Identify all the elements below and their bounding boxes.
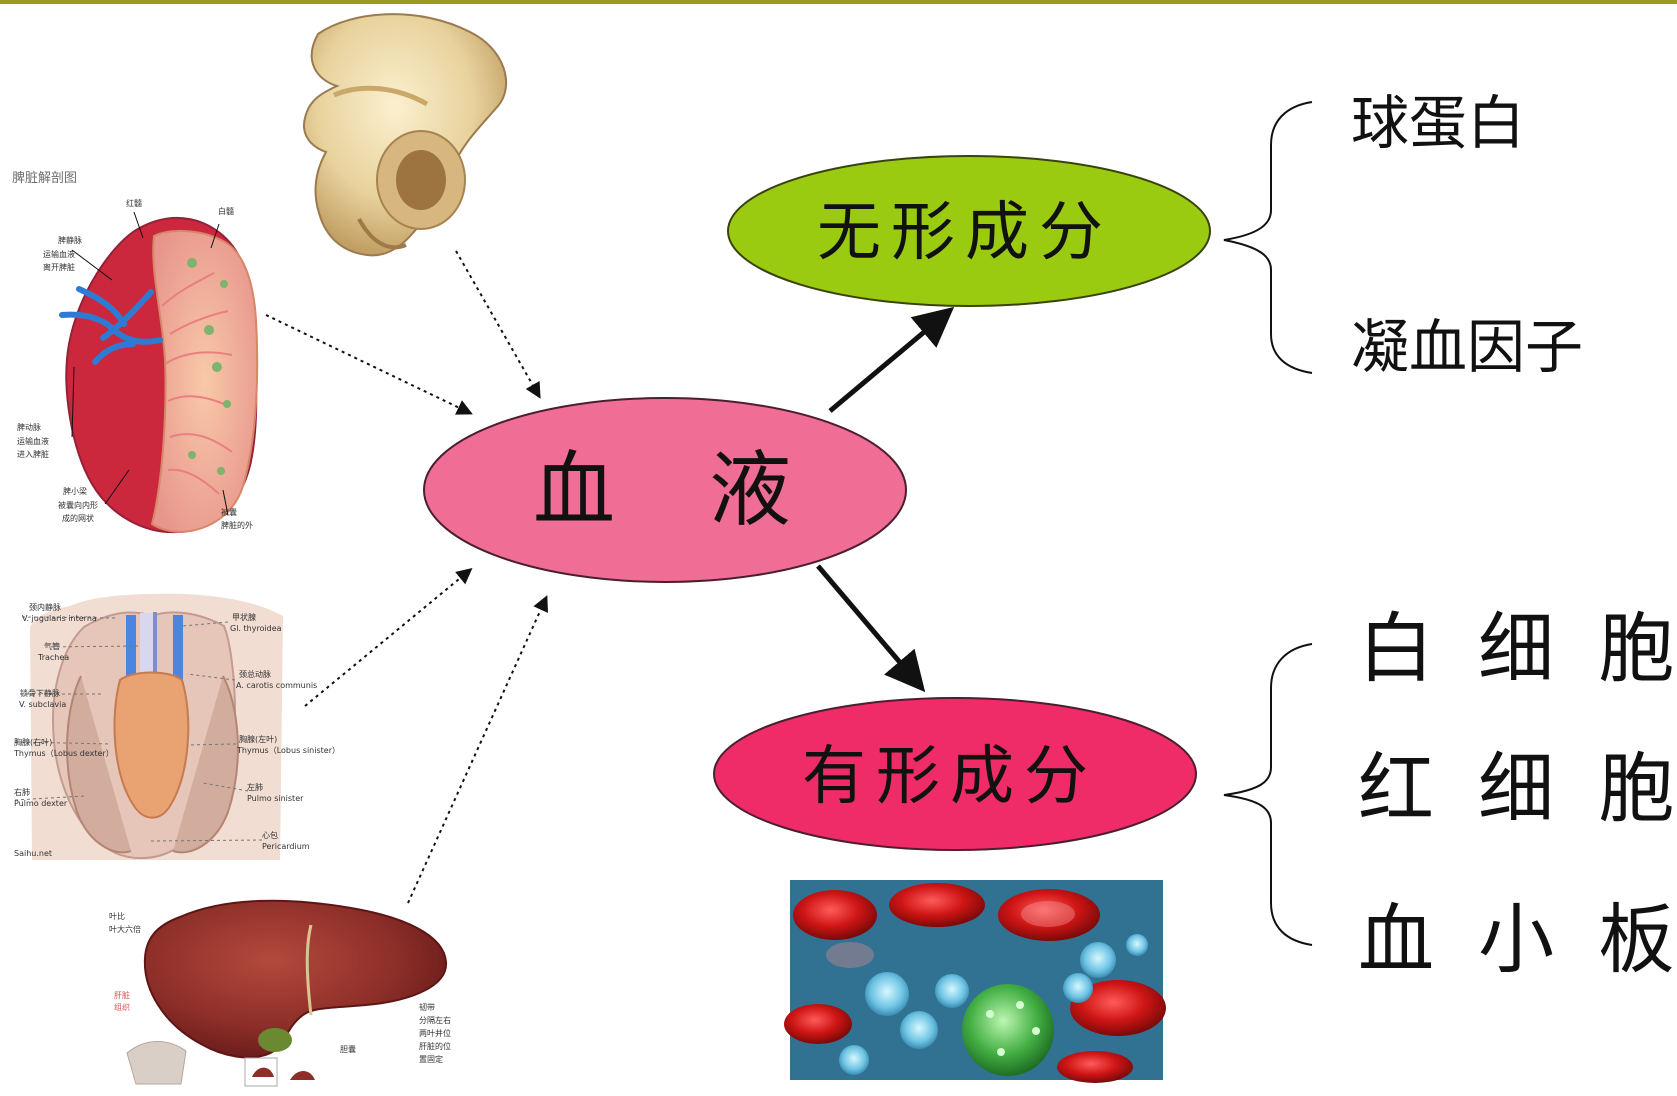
spleen-labels: 红髓 白髓 脾静脉 运输血液 离开脾脏 脾动脉 运输血液 进入脾脏 脾小梁 被囊… — [17, 198, 253, 530]
formed-item-platelet: 血 小 板 — [1358, 895, 1677, 984]
svg-text:肝脏: 肝脏 — [114, 990, 130, 1000]
main-arrows — [816, 306, 955, 693]
svg-text:Thymus（Lobus dexter）: Thymus（Lobus dexter） — [13, 749, 114, 758]
svg-text:韧带: 韧带 — [419, 1002, 435, 1012]
svg-text:Thymus（Lobus sinister）: Thymus（Lobus sinister） — [236, 746, 340, 755]
svg-text:分隔左右: 分隔左右 — [419, 1015, 451, 1025]
svg-text:置固定: 置固定 — [419, 1054, 443, 1064]
intangible-items: 球蛋白 凝血因子 — [1351, 89, 1583, 381]
thymus-anatomy-image: 颈内静脉 V. jugularis interna 甲状腺 Gl. thyroi… — [8, 585, 340, 865]
formed-items: 白 细 胞 红 细 胞 血 小 板 — [1358, 604, 1677, 984]
svg-text:右肺: 右肺 — [14, 787, 30, 797]
svg-text:叶大六倍: 叶大六倍 — [109, 924, 141, 934]
dotted-arrows — [265, 250, 549, 904]
svg-text:颈内静脉: 颈内静脉 — [29, 602, 61, 612]
svg-text:V. subclavia: V. subclavia — [19, 700, 66, 709]
svg-text:Pulmo sinister: Pulmo sinister — [247, 794, 304, 803]
center-node: 血 液 — [423, 397, 907, 583]
liver-anatomy-image: 叶比 叶大六倍 肝脏 组织 韧带 分隔左右 两叶并位 肝脏的位 置固定 胆囊 — [104, 899, 466, 1090]
blood-to-intangible-arrow — [828, 306, 955, 413]
svg-text:心包: 心包 — [262, 830, 278, 840]
intangible-node: 无形成分 — [727, 155, 1211, 307]
svg-text:被囊: 被囊 — [221, 507, 237, 517]
thymus-to-blood-arrow — [304, 567, 473, 707]
svg-text:Gl. thyroidea: Gl. thyroidea — [230, 624, 282, 633]
formed-node: 有形成分 — [713, 697, 1197, 851]
liver-to-blood-arrow — [407, 595, 549, 904]
svg-text:气管: 气管 — [44, 641, 60, 651]
svg-text:红髓: 红髓 — [126, 198, 142, 208]
formed-item-white-blood-cell: 白 细 胞 — [1358, 604, 1677, 693]
blood-cells-micrograph — [784, 880, 1166, 1083]
svg-text:进入脾脏: 进入脾脏 — [17, 449, 49, 459]
right-braces — [1223, 101, 1313, 946]
svg-text:叶比: 叶比 — [109, 911, 125, 921]
liver-labels: 叶比 叶大六倍 肝脏 组织 韧带 分隔左右 两叶并位 肝脏的位 置固定 胆囊 — [109, 911, 451, 1064]
platelets — [839, 934, 1148, 1075]
svg-text:甲状腺: 甲状腺 — [232, 612, 256, 622]
svg-text:组织: 组织 — [114, 1002, 130, 1012]
formed-item-red-blood-cell: 红 细 胞 — [1358, 744, 1677, 833]
svg-text:左肺: 左肺 — [247, 782, 263, 792]
svg-text:Saihu.net: Saihu.net — [14, 849, 52, 858]
intangible-brace — [1223, 101, 1313, 374]
svg-text:两叶并位: 两叶并位 — [419, 1028, 451, 1038]
bone-to-blood-arrow — [455, 250, 541, 399]
white-blood-cell — [962, 984, 1054, 1076]
svg-text:脾脏的外: 脾脏的外 — [221, 520, 253, 530]
svg-text:胸腺(右叶): 胸腺(右叶) — [14, 737, 52, 747]
hip-bone-illustration — [303, 13, 507, 257]
svg-text:脾小梁: 脾小梁 — [63, 486, 87, 496]
svg-text:离开脾脏: 离开脾脏 — [43, 262, 75, 272]
svg-text:成的网状: 成的网状 — [62, 513, 94, 523]
svg-text:胸腺(左叶): 胸腺(左叶) — [239, 734, 277, 744]
svg-text:运输血液: 运输血液 — [17, 436, 49, 446]
svg-text:颈总动脉: 颈总动脉 — [239, 669, 271, 679]
red-blood-cells — [784, 883, 1166, 1083]
intangible-item-clotting-factor: 凝血因子 — [1351, 313, 1583, 381]
svg-text:白髓: 白髓 — [218, 206, 234, 216]
svg-text:运输血液: 运输血液 — [43, 249, 75, 259]
spleen-to-blood-arrow — [265, 314, 473, 415]
svg-text:V. jugularis interna: V. jugularis interna — [22, 614, 97, 623]
svg-text:A. carotis communis: A. carotis communis — [236, 681, 317, 690]
top-rule — [0, 0, 1677, 4]
svg-text:Pericardium: Pericardium — [262, 842, 310, 851]
thymus-labels: 颈内静脉 V. jugularis interna 甲状腺 Gl. thyroi… — [13, 602, 340, 858]
formed-node-label: 有形成分 — [802, 740, 1098, 814]
svg-text:锁骨下静脉: 锁骨下静脉 — [20, 688, 60, 698]
blood-to-formed-arrow — [816, 564, 926, 693]
spleen-anatomy-image: 脾脏解剖图 — [8, 165, 266, 535]
svg-text:脾动脉: 脾动脉 — [17, 422, 41, 432]
svg-text:Trachea: Trachea — [37, 653, 69, 662]
center-node-label: 血 液 — [533, 443, 797, 538]
svg-text:被囊向内形: 被囊向内形 — [58, 500, 98, 510]
formed-brace — [1223, 643, 1313, 946]
spleen-title: 脾脏解剖图 — [12, 171, 77, 186]
intangible-node-label: 无形成分 — [817, 196, 1113, 270]
svg-text:Pulmo dexter: Pulmo dexter — [14, 799, 68, 808]
svg-text:肝脏的位: 肝脏的位 — [419, 1041, 451, 1051]
svg-text:胆囊: 胆囊 — [340, 1044, 356, 1054]
intangible-item-globulin: 球蛋白 — [1351, 89, 1525, 157]
svg-text:脾静脉: 脾静脉 — [58, 235, 82, 245]
